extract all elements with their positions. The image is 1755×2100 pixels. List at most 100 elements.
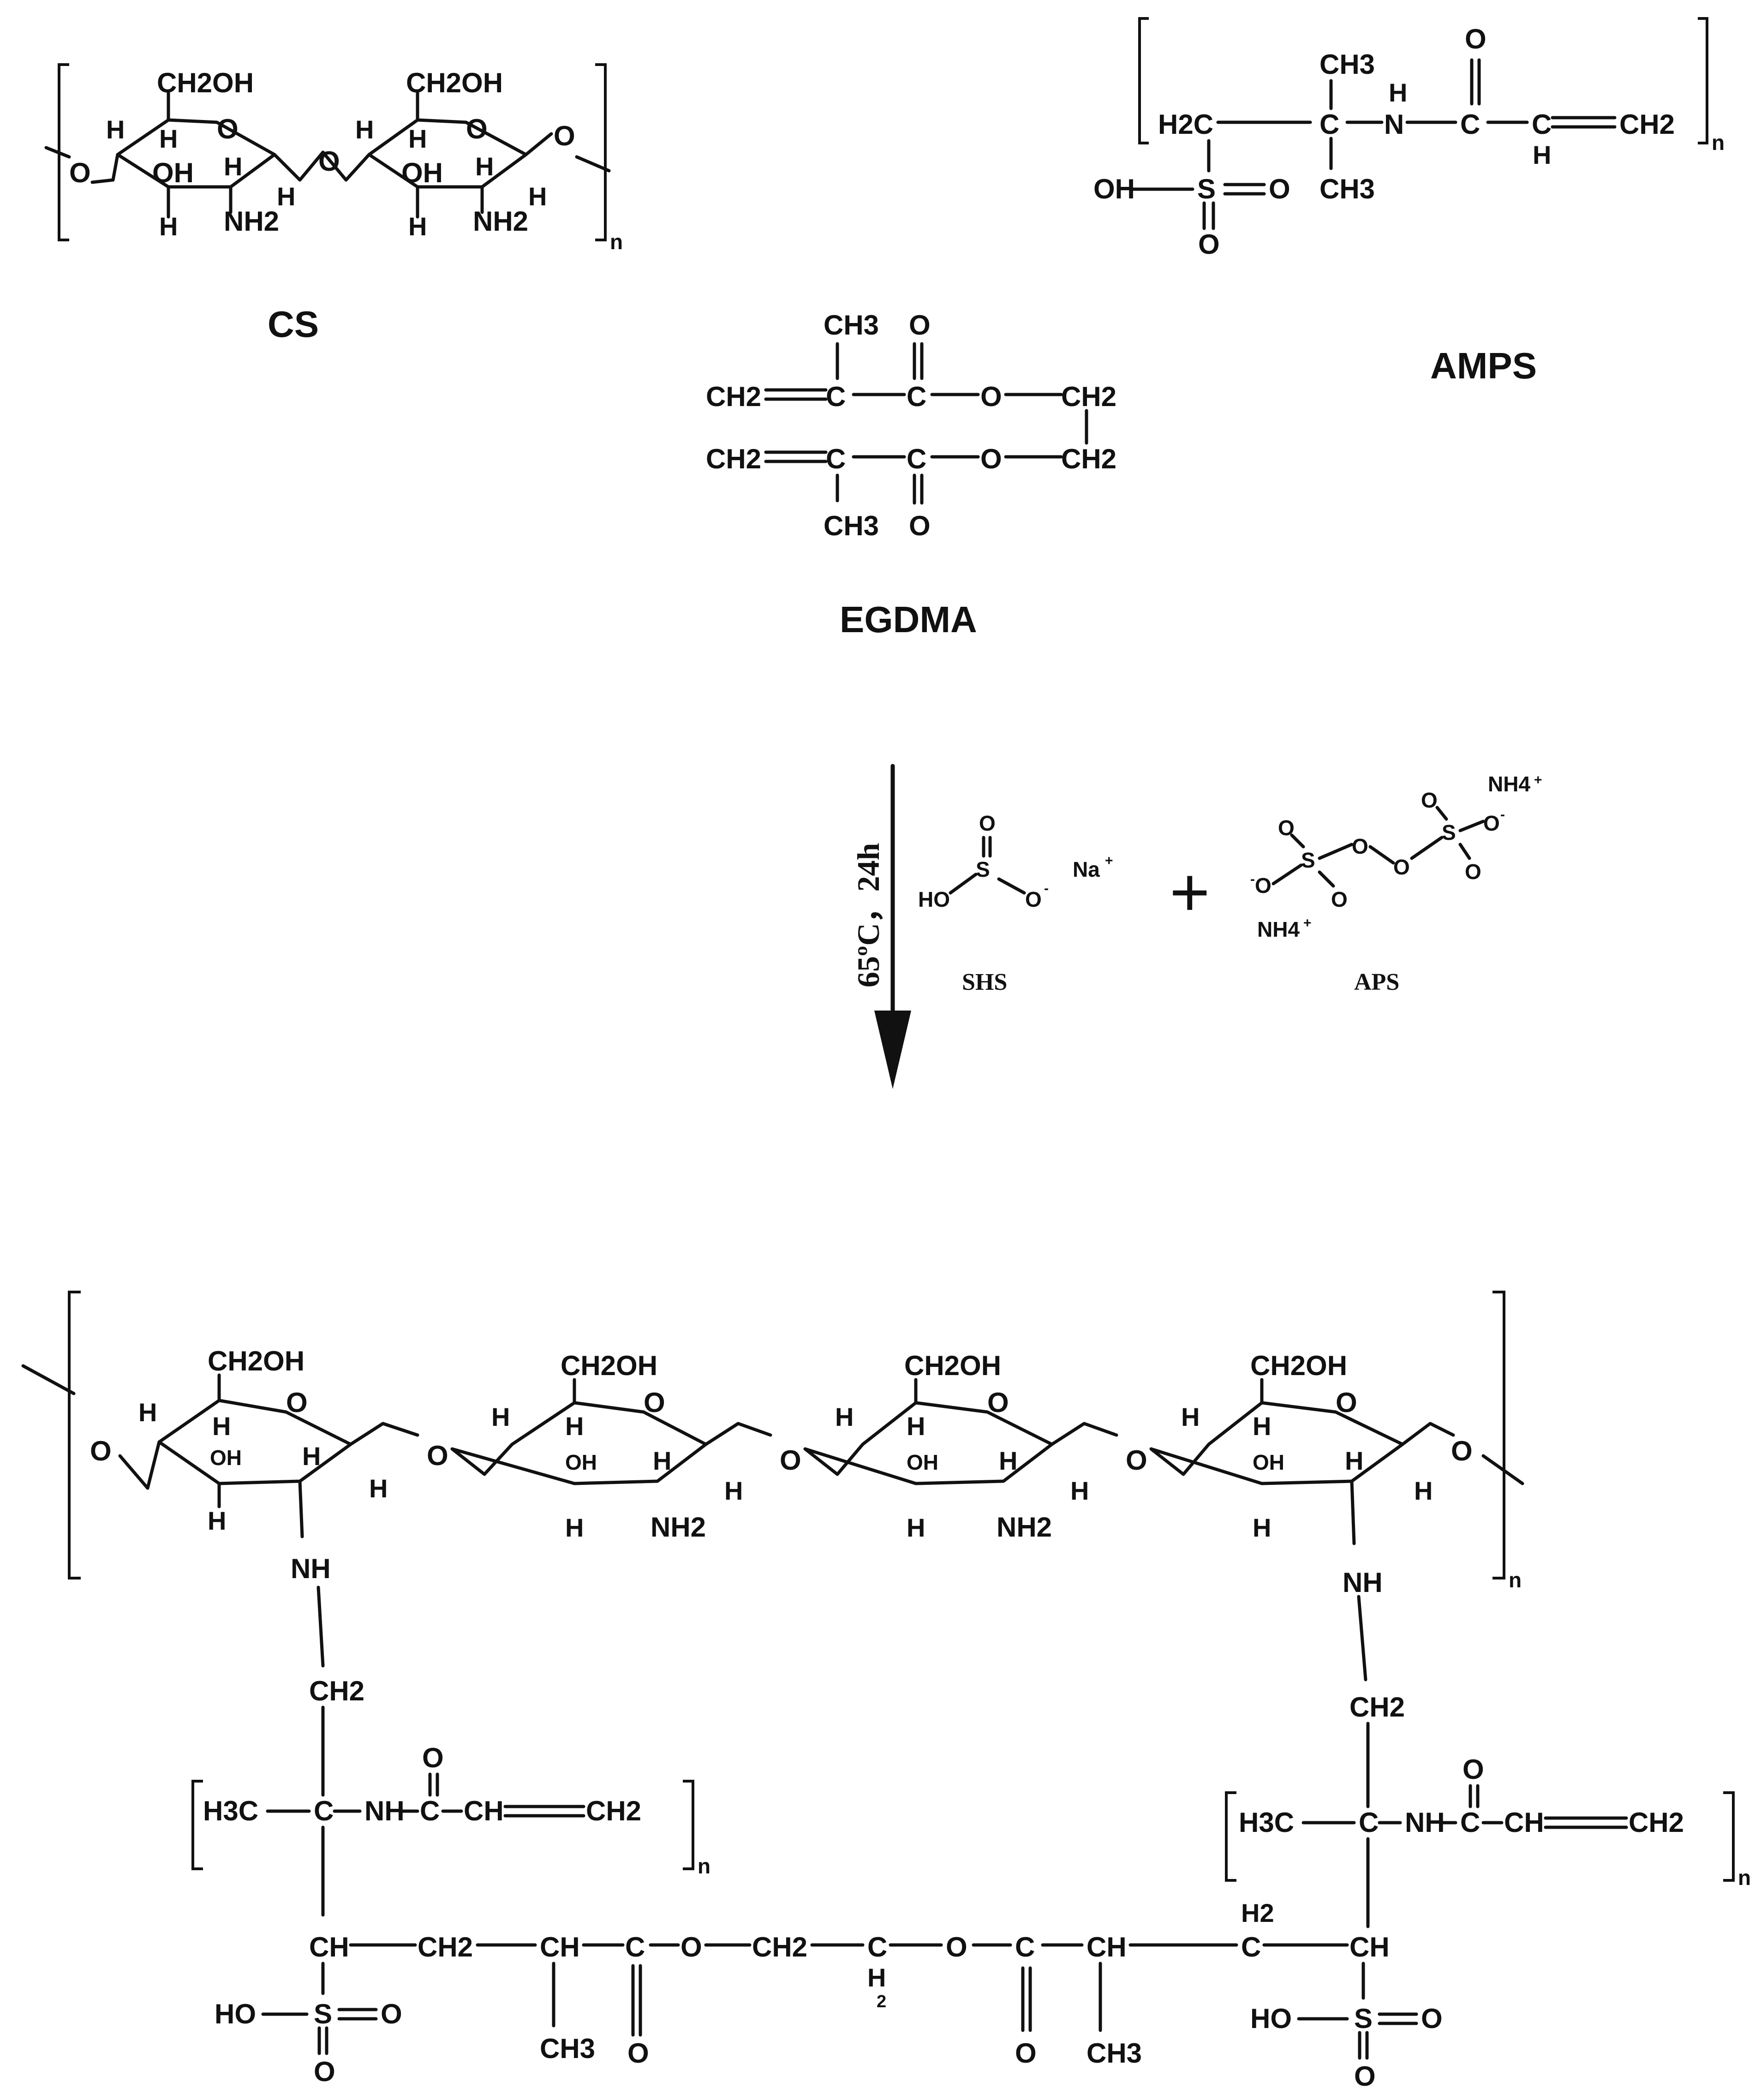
chem-label: H — [408, 212, 427, 241]
chem-label: NH — [1405, 1807, 1445, 1838]
chem-label: CH — [1349, 1932, 1390, 1962]
chem-label: n — [1738, 1866, 1751, 1890]
chem-label: H — [653, 1446, 671, 1475]
chem-label: n — [1712, 131, 1725, 155]
chem-label: H — [475, 152, 494, 181]
chem-label: NH2 — [473, 206, 528, 237]
chem-label: CH2 — [1349, 1692, 1405, 1723]
cs-structure: n CH2OH CH2OH O O O O O OH OH NH2 NH2 H … — [44, 63, 623, 254]
cs-label: CS — [268, 304, 319, 345]
chem-label: - — [1500, 807, 1505, 822]
egdma-label: EGDMA — [840, 599, 977, 640]
chem-label: O — [980, 381, 1002, 412]
chem-label: O — [1198, 229, 1220, 260]
chem-label: H — [302, 1442, 321, 1471]
chem-label: CH — [540, 1932, 580, 1962]
chem-label: O — [1465, 860, 1481, 884]
chem-label: HO — [215, 1998, 256, 2029]
chem-label: CH2OH — [406, 67, 503, 98]
chem-label: CH2 — [706, 381, 761, 412]
chem-label: H — [224, 152, 242, 181]
chem-label: CH3 — [1319, 49, 1375, 80]
chem-label: CH — [1504, 1807, 1544, 1838]
chem-label: O — [554, 120, 575, 151]
chem-label: H — [1253, 1412, 1271, 1441]
chem-label: O — [1025, 887, 1042, 911]
chem-label: CH3 — [1319, 174, 1375, 204]
chem-label: O — [980, 443, 1002, 474]
chem-label: H — [138, 1398, 157, 1427]
chem-label: - — [1044, 881, 1049, 896]
chem-label: NH — [1343, 1567, 1383, 1598]
chem-label: H — [1533, 140, 1551, 169]
chem-label: O — [909, 510, 931, 541]
chem-label: S — [1301, 848, 1315, 872]
chem-label: H — [369, 1474, 388, 1503]
cs-repeat-n: n — [610, 230, 623, 254]
chem-label: OH — [1093, 174, 1135, 204]
chem-label: S — [314, 1998, 332, 2029]
chem-label: CH2OH — [208, 1346, 304, 1376]
chem-label: H — [1181, 1402, 1200, 1431]
chem-label: C — [1460, 109, 1480, 140]
chem-label: H — [159, 212, 178, 241]
chem-label: H — [907, 1513, 925, 1542]
chem-label: O — [1421, 788, 1438, 812]
chem-label: + — [1105, 853, 1113, 868]
chem-label: H — [408, 124, 427, 153]
chem-label: H — [491, 1402, 510, 1431]
chem-label: S — [1354, 2003, 1373, 2034]
chem-label: + — [1534, 772, 1542, 788]
chem-label: OH — [152, 157, 194, 188]
aps-structure: NH4 + O - S O O O O S O O O - NH4 + — [1250, 772, 1542, 941]
chem-label: O — [1393, 855, 1410, 879]
chem-label: O — [1269, 174, 1290, 204]
chem-label: CH2 — [418, 1932, 473, 1962]
chem-label: NH2 — [651, 1512, 706, 1543]
chem-label: CH3 — [824, 310, 879, 341]
chem-label: CH2 — [1061, 443, 1116, 474]
chem-label: O — [1015, 2038, 1037, 2069]
chem-label: H3C — [1239, 1807, 1294, 1838]
chem-label: C — [826, 381, 846, 412]
chem-label: H — [999, 1446, 1017, 1475]
chem-label: C — [826, 443, 846, 474]
reaction-conditions: 65ºC，24h — [851, 843, 886, 987]
chem-label: OH — [210, 1446, 242, 1470]
chem-label: C — [1015, 1932, 1035, 1962]
chem-label: C — [1241, 1932, 1261, 1962]
chem-label: CH2OH — [561, 1350, 657, 1381]
chem-label: CH2 — [752, 1932, 807, 1962]
chem-label: C — [1460, 1807, 1480, 1838]
chem-label: H — [565, 1513, 584, 1542]
chem-label: O — [987, 1387, 1009, 1418]
chem-label: 2 — [877, 1992, 886, 2011]
chem-label: S — [1442, 820, 1456, 844]
chem-label: O — [422, 1742, 444, 1773]
chem-label: O — [1462, 1754, 1484, 1785]
chem-label: CH3 — [824, 510, 879, 541]
chem-label: O — [427, 1440, 448, 1471]
chem-label: NH2 — [224, 206, 279, 237]
chem-label: CH — [464, 1795, 504, 1826]
chem-label: CH — [309, 1932, 349, 1962]
chem-label: CH2OH — [157, 67, 254, 98]
chem-label: NH — [291, 1553, 331, 1584]
chem-label: H — [565, 1412, 584, 1441]
chem-label: CH — [1086, 1932, 1127, 1962]
chem-label: C — [867, 1932, 887, 1962]
chem-label: O — [1278, 816, 1295, 840]
chem-label: CH2OH — [904, 1350, 1001, 1381]
chem-label: + — [1303, 915, 1312, 931]
chem-label: C — [1532, 109, 1552, 140]
chem-label: H — [212, 1412, 231, 1441]
chem-label: OH — [1253, 1450, 1284, 1474]
chem-label: CH2 — [586, 1795, 641, 1826]
chem-label: O — [909, 310, 931, 341]
chem-label: O — [979, 811, 996, 835]
chem-label: S — [1197, 174, 1216, 204]
chem-label: O — [1255, 874, 1271, 897]
chem-label: O — [1331, 887, 1348, 911]
chem-label: O — [69, 157, 91, 188]
